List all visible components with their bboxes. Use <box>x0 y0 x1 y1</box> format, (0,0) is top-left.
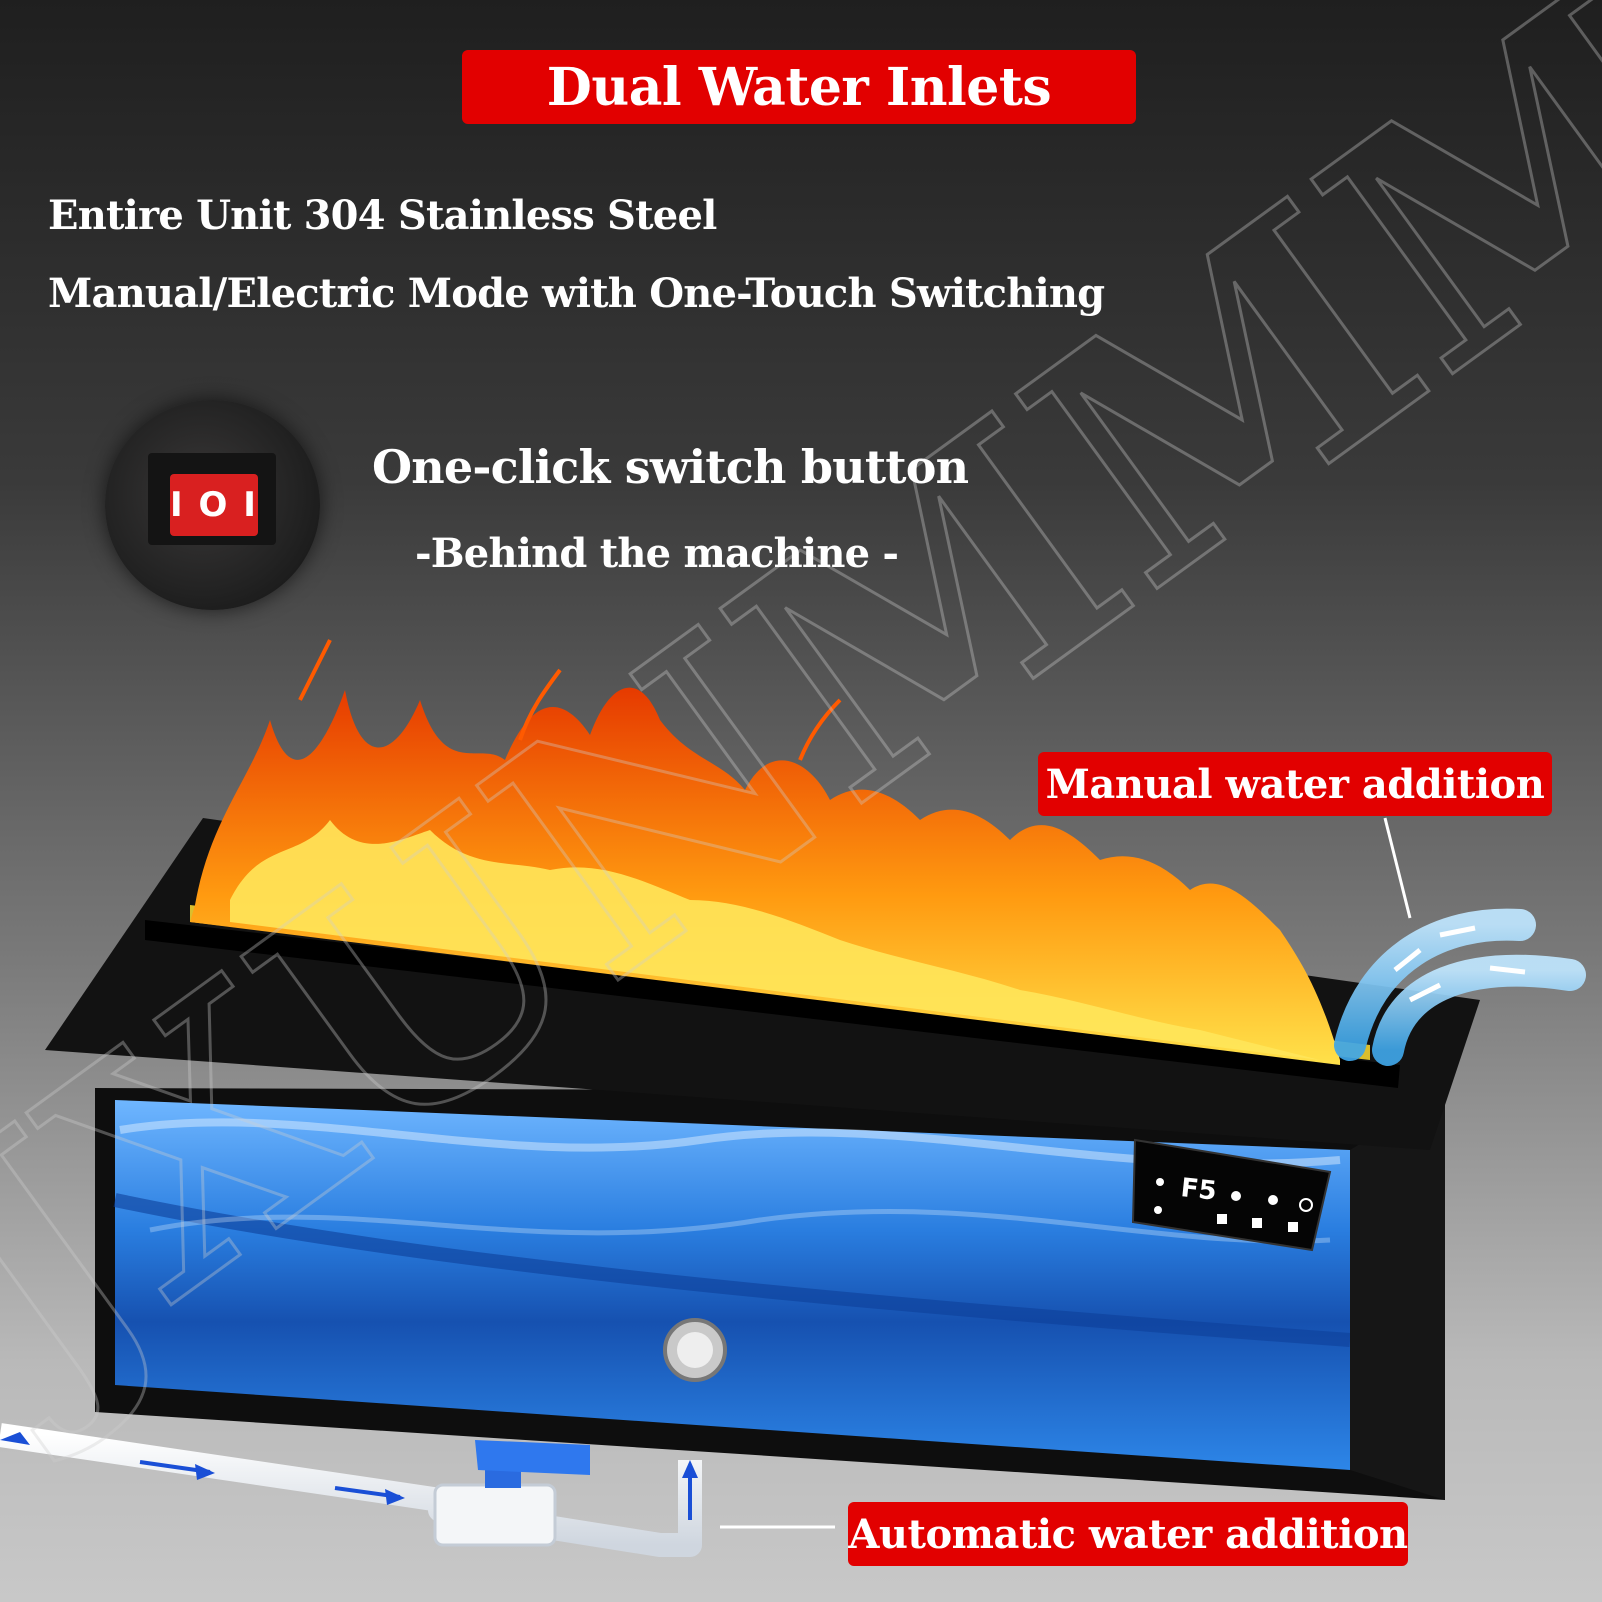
power-icon[interactable] <box>1299 1198 1313 1212</box>
control-panel: F5 <box>1131 1138 1332 1252</box>
water-tank <box>95 1088 1445 1500</box>
automatic-water-callout: Automatic water addition <box>848 1502 1408 1566</box>
switch-label: One-click switch button <box>372 440 969 494</box>
water-level-icon[interactable] <box>1217 1214 1227 1224</box>
panel-display: F5 <box>1179 1173 1218 1207</box>
flame-effect <box>190 639 1340 1065</box>
switch-location-label: -Behind the machine - <box>415 530 899 577</box>
refill-icon[interactable] <box>1288 1222 1298 1232</box>
tank-icon[interactable] <box>1252 1218 1262 1228</box>
light-icon[interactable] <box>1268 1195 1278 1205</box>
feature-stainless-steel: Entire Unit 304 Stainless Steel <box>48 192 717 239</box>
title-banner: Dual Water Inlets <box>462 50 1136 124</box>
feature-mode-switching: Manual/Electric Mode with One-Touch Swit… <box>48 270 1105 317</box>
wifi-icon <box>1156 1178 1164 1186</box>
manual-inlet-tubes <box>1334 817 1586 1066</box>
manual-water-callout: Manual water addition <box>1038 752 1552 816</box>
valve-body <box>433 1483 557 1547</box>
manual-callout-line <box>1383 817 1412 919</box>
valve-handle[interactable] <box>475 1440 590 1475</box>
timer-icon[interactable] <box>1154 1206 1162 1214</box>
flame-icon[interactable] <box>1231 1191 1241 1201</box>
rocker-switch-icon: I O I <box>170 474 258 536</box>
automatic-inlet-pipe <box>0 1423 835 1557</box>
